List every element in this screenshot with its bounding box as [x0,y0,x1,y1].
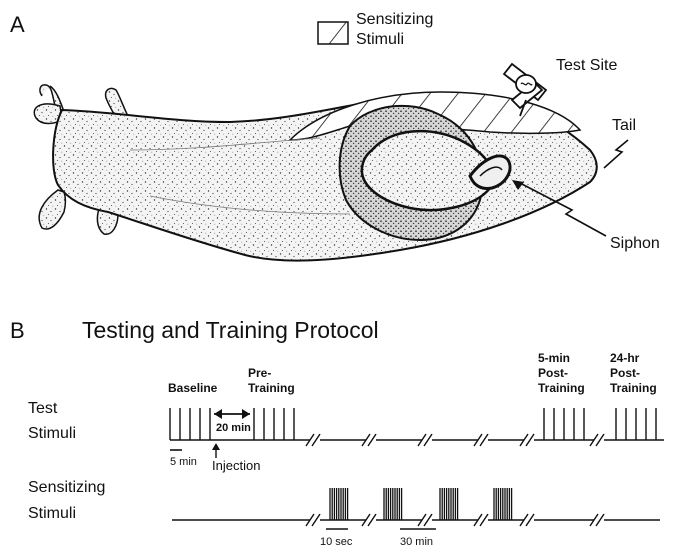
oral-tentacle-bottom [39,190,65,229]
twenty-min-label: 20 min [216,422,251,434]
siphon-label: Siphon [610,235,660,252]
baseline-label: Baseline [168,381,218,395]
thirty-min-label: 30 min [400,536,433,548]
five-min-label: 5 min [170,456,197,468]
pre-training-test-pulses [254,408,294,440]
pre-training-label-1: Pre- [248,366,271,380]
tail-label: Tail [612,117,636,134]
protocol-title: Testing and Training Protocol [82,317,379,343]
test-site-label: Test Site [556,57,617,74]
sens-row-label-2: Stimuli [28,505,76,522]
post5-label-2: Post- [538,366,568,380]
sensitizing-legend: Sensitizing Stimuli [318,11,433,48]
sensitizing-train-3 [440,488,458,520]
post24-label-1: 24-hr [610,351,640,365]
twenty-min-interval [214,409,250,419]
tail-pointer [604,140,628,168]
post5-label-3: Training [538,381,585,395]
sensitizing-trains [330,488,512,520]
legend-label-stimuli: Stimuli [356,31,404,48]
legend-label-sensitizing: Sensitizing [356,11,433,28]
aplysia-drawing [34,85,597,261]
test-row-label-1: Test [28,400,58,417]
post5-test-pulses [544,408,584,440]
legend-hatch-swatch [318,22,348,44]
post24-test-pulses [616,408,656,440]
post24-label-2: Post- [610,366,640,380]
baseline-test-pulses [170,408,210,440]
sensitizing-stimuli-timeline [172,514,660,526]
pre-training-label-2: Training [248,381,295,395]
injection-arrow [212,443,220,458]
post24-label-3: Training [610,381,657,395]
sensitizing-train-2 [384,488,402,520]
sensitizing-train-4 [494,488,512,520]
sensitizing-train-1 [330,488,348,520]
ten-sec-label: 10 sec [320,536,353,548]
test-row-label-2: Stimuli [28,425,76,442]
sens-row-label-1: Sensitizing [28,479,105,496]
panel-b-label: B [10,318,25,343]
post5-label-1: 5-min [538,351,570,365]
injection-label: Injection [212,458,260,473]
panel-a-label: A [10,12,25,37]
